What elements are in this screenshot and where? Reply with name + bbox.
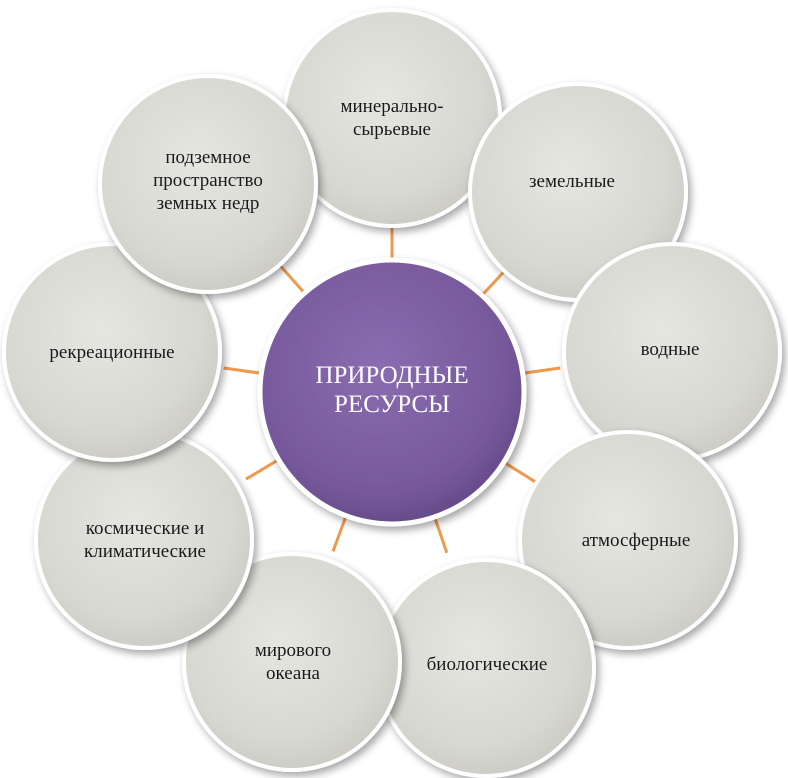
petal-space-climate — [34, 430, 254, 650]
center-title: ПРИРОДНЫЕ РЕСУРСЫ — [315, 362, 469, 418]
connector-underground — [278, 263, 309, 298]
connector-recreational — [223, 366, 266, 376]
connector-biological — [431, 512, 449, 554]
petal-water — [562, 242, 782, 462]
center-circle — [257, 257, 527, 527]
petal-biological — [376, 558, 596, 778]
connector-water — [518, 366, 561, 376]
petal-underground — [98, 74, 318, 294]
connector-ocean — [331, 511, 349, 552]
petal-atmospheric — [518, 430, 738, 650]
connector-space-climate — [245, 456, 283, 481]
petal-recreational — [2, 242, 222, 462]
connector-atmospheric — [499, 458, 537, 484]
petal-ocean — [182, 552, 402, 772]
connector-land — [478, 266, 509, 300]
